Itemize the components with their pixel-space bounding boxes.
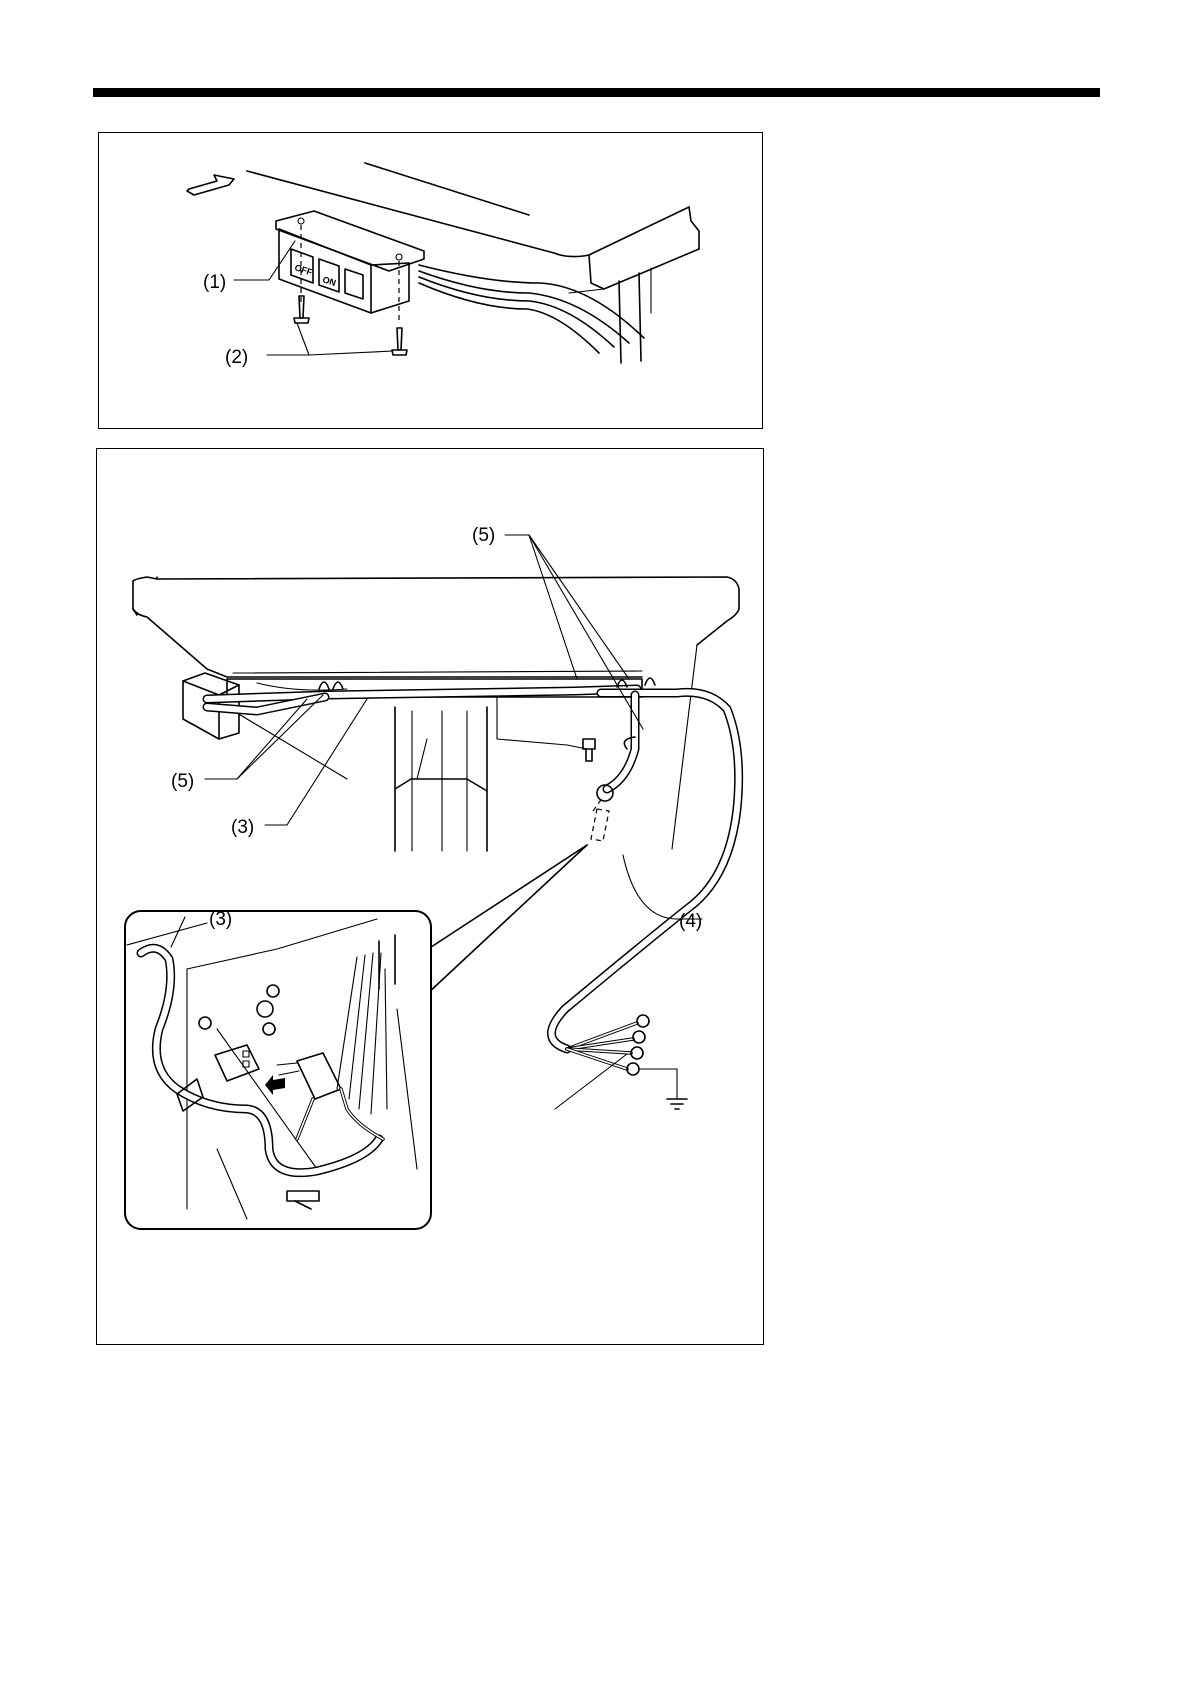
label-switch: (1) (203, 272, 226, 293)
label-cable-main: (3) (231, 817, 254, 838)
figure-cable-routing: (5) (5) (3) (4) (96, 448, 764, 1345)
off-button-label: OFF (293, 262, 314, 277)
inset-connector-detail: (3) (125, 909, 431, 1229)
power-switch-illustration: OFF ON (1) (2) (99, 133, 764, 430)
figure-power-switch-mounting: OFF ON (1) (2) (98, 132, 763, 429)
cable-routing-illustration: (5) (5) (3) (4) (97, 449, 765, 1346)
label-screws: (2) (225, 347, 248, 368)
label-clips-left: (5) (171, 771, 194, 792)
arrow-front-icon (187, 175, 234, 195)
header-rule (93, 88, 1100, 97)
label-clips-top: (5) (472, 525, 495, 546)
label-cable-inset: (3) (209, 909, 232, 930)
label-power-cord: (4) (679, 911, 702, 932)
screw-icon (392, 328, 407, 355)
ground-symbol-icon (639, 1069, 687, 1109)
